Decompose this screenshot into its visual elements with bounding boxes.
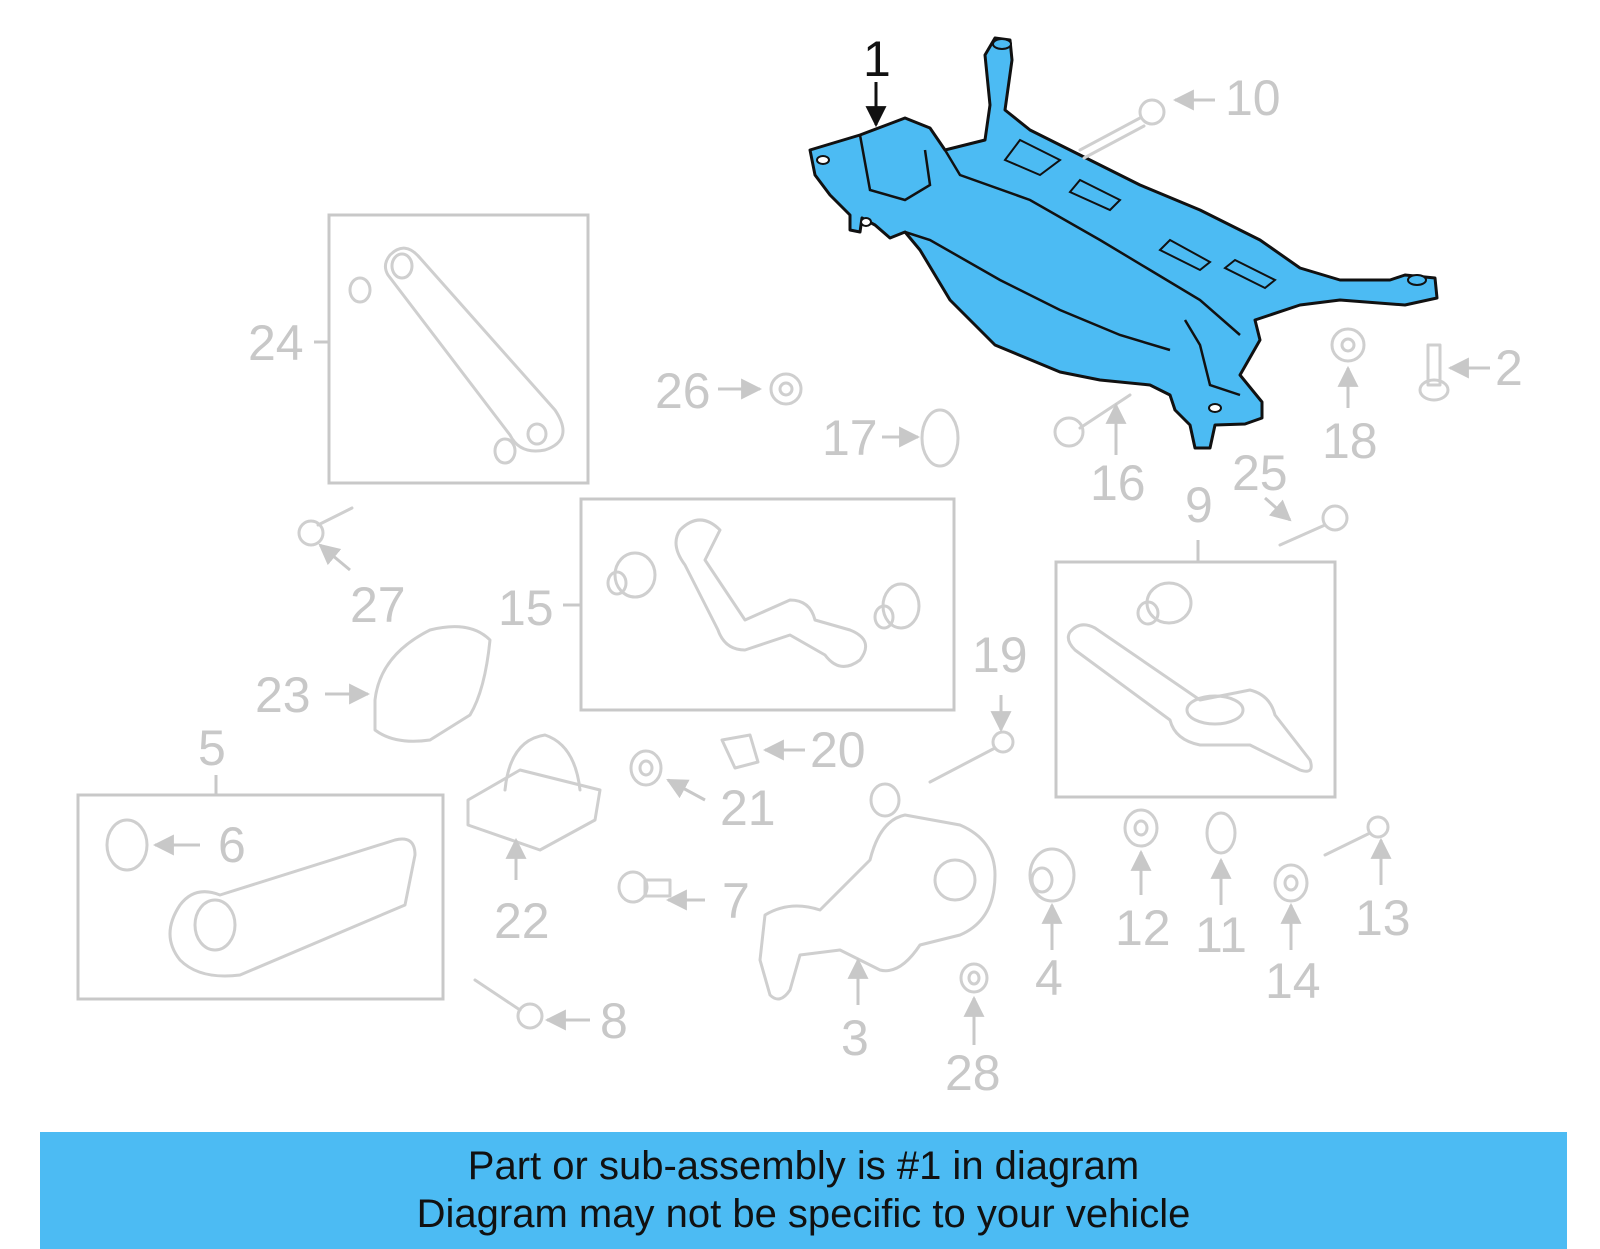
callout-20: 20 bbox=[810, 722, 866, 778]
callout-17: 17 bbox=[822, 410, 878, 466]
nut-28 bbox=[959, 962, 989, 994]
callout-23: 23 bbox=[255, 667, 311, 723]
callout-4: 4 bbox=[1035, 950, 1063, 1006]
callout-27: 27 bbox=[350, 577, 406, 633]
bolt-13 bbox=[1323, 815, 1390, 857]
bracket-20 bbox=[720, 733, 760, 770]
upper-arm-15 bbox=[606, 518, 921, 668]
bolt-10 bbox=[1078, 98, 1166, 160]
callout-12: 12 bbox=[1115, 900, 1171, 956]
callout-9: 9 bbox=[1185, 477, 1213, 533]
box-15 bbox=[579, 497, 956, 712]
box-9 bbox=[1054, 560, 1337, 799]
box-24 bbox=[327, 213, 590, 485]
bolt-25 bbox=[1278, 504, 1349, 547]
banner-line-2: Diagram may not be specific to your vehi… bbox=[416, 1192, 1191, 1236]
bolt-16 bbox=[1053, 393, 1132, 448]
mount-22 bbox=[466, 733, 602, 852]
lower-arm-9 bbox=[1066, 581, 1313, 773]
callout-3: 3 bbox=[841, 1010, 869, 1066]
bolt-27 bbox=[297, 506, 354, 547]
callout-24: 24 bbox=[248, 315, 304, 371]
callout-7: 7 bbox=[722, 873, 750, 929]
callout-18: 18 bbox=[1322, 413, 1378, 469]
callout-6: 6 bbox=[218, 817, 246, 873]
nut-21 bbox=[629, 749, 663, 787]
link-arm-24 bbox=[348, 246, 565, 465]
banner-line-1: Part or sub-assembly is #1 in diagram bbox=[467, 1144, 1140, 1188]
callout-2: 2 bbox=[1495, 340, 1523, 396]
callout-15: 15 bbox=[498, 580, 554, 636]
nut-18 bbox=[1330, 327, 1366, 363]
nut-12 bbox=[1123, 808, 1159, 848]
callout-25: 25 bbox=[1232, 445, 1288, 501]
box-5 bbox=[76, 793, 445, 1001]
callout-8: 8 bbox=[600, 993, 628, 1049]
subframe-part-1[interactable] bbox=[808, 36, 1439, 450]
nut-7 bbox=[617, 870, 672, 904]
bolt-19 bbox=[928, 730, 1015, 784]
callout-13: 13 bbox=[1355, 890, 1411, 946]
info-banner: Part or sub-assembly is #1 in diagram Di… bbox=[40, 1132, 1567, 1249]
bolt-2 bbox=[1418, 343, 1450, 402]
bolt-8 bbox=[473, 978, 544, 1030]
callout-11: 11 bbox=[1195, 907, 1247, 963]
callout-14: 14 bbox=[1265, 953, 1321, 1009]
callout-5: 5 bbox=[198, 720, 226, 776]
knuckle-3 bbox=[758, 782, 997, 1001]
callout-26: 26 bbox=[655, 363, 711, 419]
callout-10: 10 bbox=[1225, 70, 1281, 126]
nut-14 bbox=[1273, 863, 1309, 903]
trailing-arm-5 bbox=[105, 818, 417, 978]
bushing-4 bbox=[1028, 847, 1076, 903]
callout-16: 16 bbox=[1090, 455, 1146, 511]
callout-28: 28 bbox=[945, 1045, 1001, 1101]
cover-23 bbox=[373, 625, 492, 743]
washer-11 bbox=[1205, 811, 1237, 855]
washer-17 bbox=[920, 408, 960, 468]
callout-22: 22 bbox=[494, 893, 550, 949]
callout-19: 19 bbox=[972, 627, 1028, 683]
callout-21: 21 bbox=[720, 780, 776, 836]
nut-26 bbox=[769, 372, 803, 406]
callout-1: 1 bbox=[863, 31, 891, 87]
